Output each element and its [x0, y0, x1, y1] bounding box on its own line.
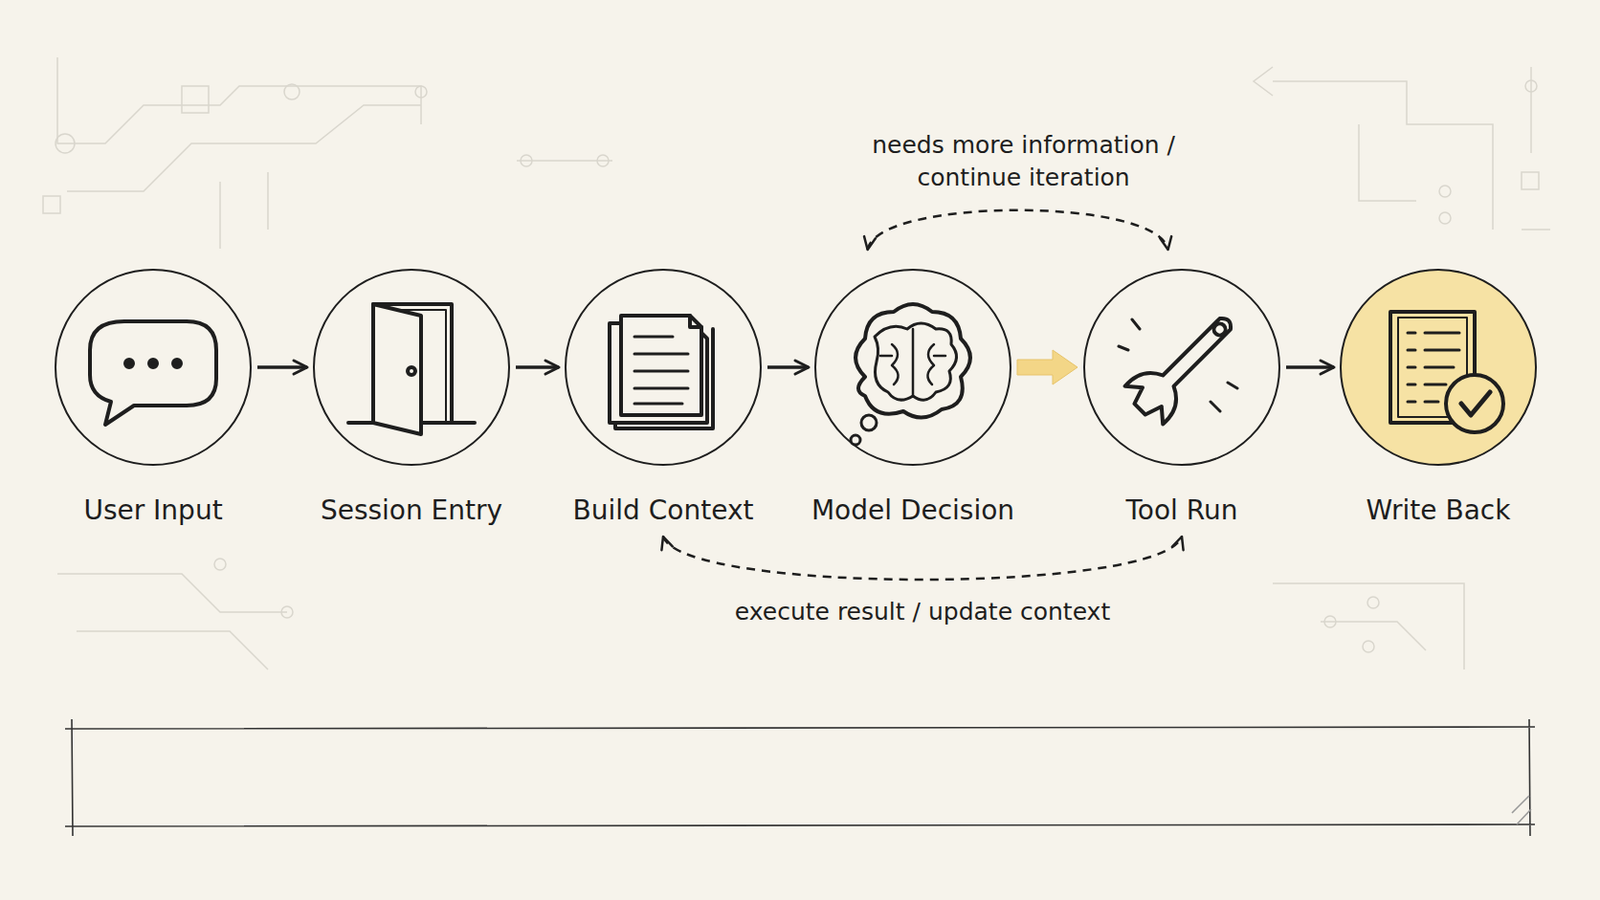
brain-icon	[850, 304, 971, 445]
circle-outline	[814, 268, 1012, 467]
step-circle: User Input	[54, 268, 252, 467]
connector-label: needs more information / continue iterat…	[826, 129, 1222, 195]
step-circle: Tool Run	[1083, 268, 1281, 467]
flow-arrow	[515, 365, 559, 370]
circle-outline	[312, 268, 511, 467]
flow-arrow	[1286, 365, 1334, 370]
step-label: Write Back	[1366, 494, 1512, 528]
step-circle: Session Entry	[312, 268, 511, 467]
highlight-arrow	[1017, 350, 1078, 385]
step-label: User Input	[83, 494, 223, 528]
step-label: Tool Run	[1126, 494, 1239, 528]
step-label: Session Entry	[320, 494, 503, 528]
step-label: Model Decision	[811, 494, 1015, 528]
flow-arrow	[767, 365, 809, 370]
step-circle: Build Context	[564, 268, 762, 467]
step-label: Build Context	[573, 494, 755, 528]
loop-connector	[867, 210, 1169, 250]
loop-connector	[663, 536, 1182, 580]
wrench-icon	[1118, 301, 1248, 428]
circle-outline	[1083, 268, 1281, 467]
checklist-icon	[1390, 311, 1504, 433]
circle-outline	[564, 268, 762, 467]
circle-outline	[54, 268, 252, 467]
step-circle: Model Decision	[814, 268, 1012, 467]
flow-arrow	[257, 365, 308, 370]
chat-icon	[89, 321, 217, 425]
documents-icon	[609, 315, 713, 429]
door-icon	[348, 304, 475, 435]
highlight-fill	[1340, 269, 1536, 466]
empty-frame	[65, 719, 1535, 837]
connector-label: execute result / update context	[729, 596, 1116, 629]
circle-outline	[1339, 268, 1537, 467]
step-circle: Write Back	[1339, 268, 1537, 467]
